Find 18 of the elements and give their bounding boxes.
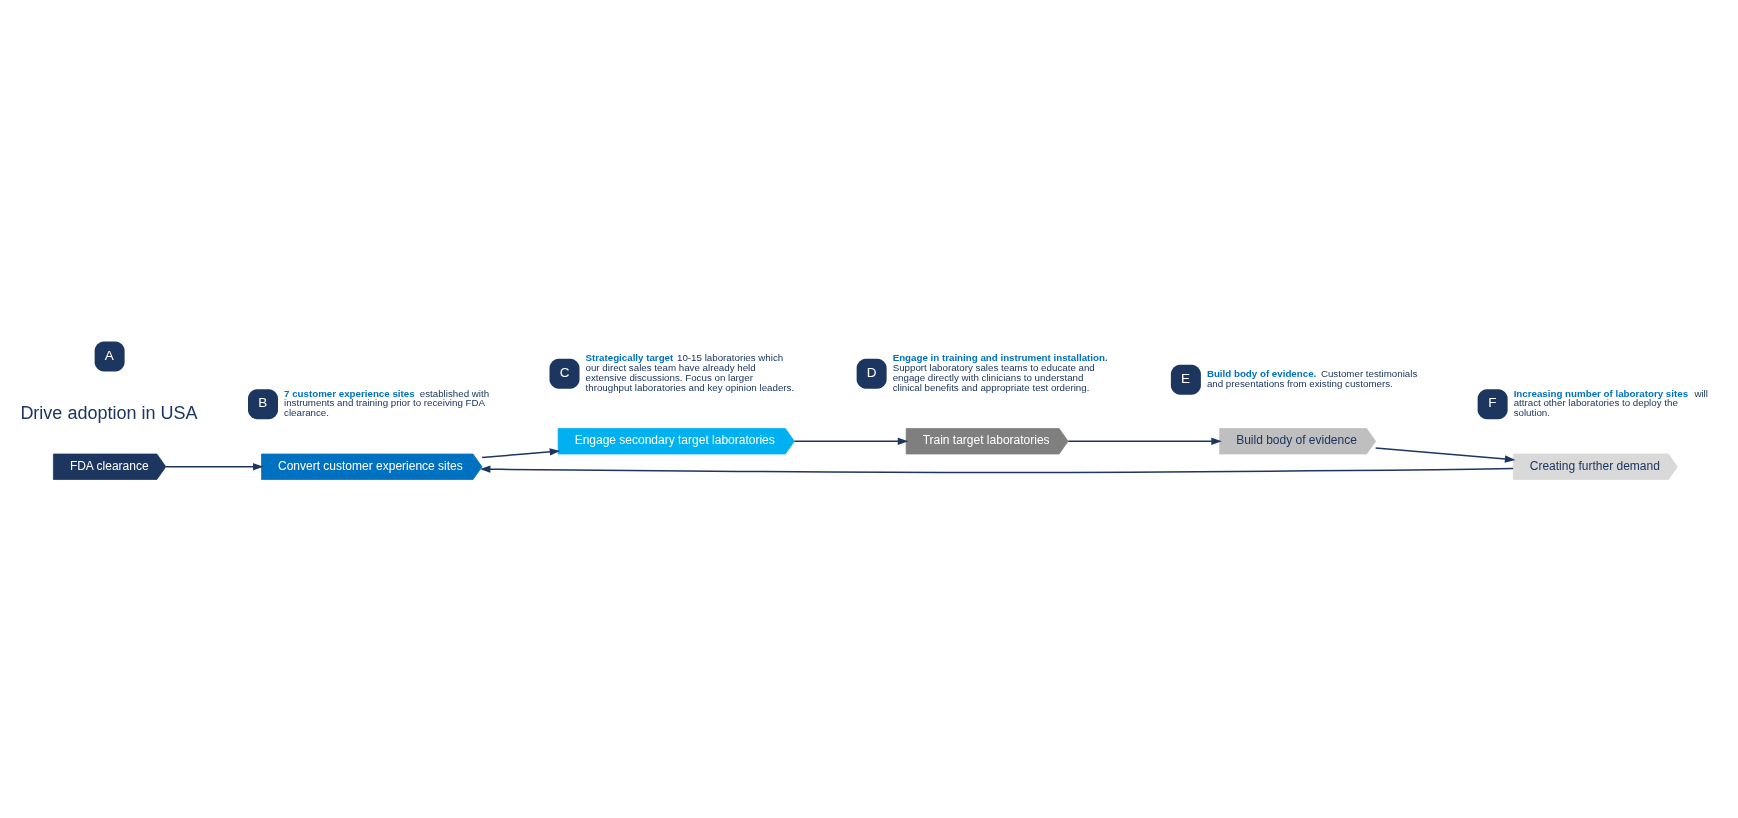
node-label: Strategically target 10-15 laboratories which our direct sales team have already held extensive discussions. Focus on larger throughput laboratories and key opinion leaders. <box>585 352 795 393</box>
arrow <box>1374 447 1516 463</box>
node-box: A <box>94 341 125 372</box>
node-label: Build body of evidence. Customer testimonials and presentations from existing customers. <box>1206 368 1418 389</box>
node-label: Engage in training and instrument installation. Support laboratory sales teams to educate and engage directly with clinicians to understand clinical benefits and appropriate test ordering. <box>892 352 1108 393</box>
arrow <box>1067 437 1222 445</box>
arrow <box>479 465 1514 474</box>
arrow <box>165 463 264 471</box>
node-box: E <box>1170 364 1201 395</box>
node-label: Increasing number of laboratory sites will attract other laboratories to deploy the solution. <box>1513 387 1708 419</box>
node-text: Drive adoption in USA <box>20 402 198 423</box>
node-label: 7 customer experience sites established with instruments and training prior to receiving FDA clearance. <box>284 387 490 419</box>
node-box: B <box>248 389 278 420</box>
node-box: D <box>856 358 887 389</box>
arrow <box>793 437 909 445</box>
arrow <box>481 448 561 459</box>
node-box: F <box>1477 389 1508 420</box>
node-box: C <box>549 358 580 389</box>
